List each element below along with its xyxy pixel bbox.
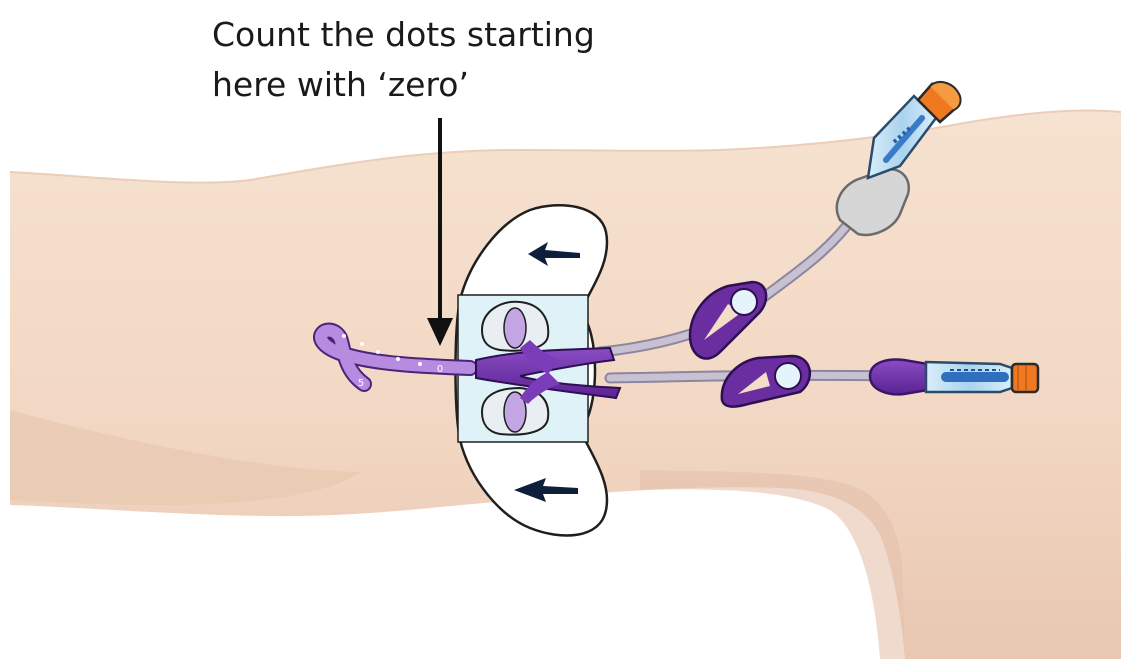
catheter-zero-mark: 0 bbox=[437, 364, 443, 375]
catheter-five-mark: 5 bbox=[358, 378, 364, 389]
lower-connector-hub bbox=[870, 360, 1038, 395]
